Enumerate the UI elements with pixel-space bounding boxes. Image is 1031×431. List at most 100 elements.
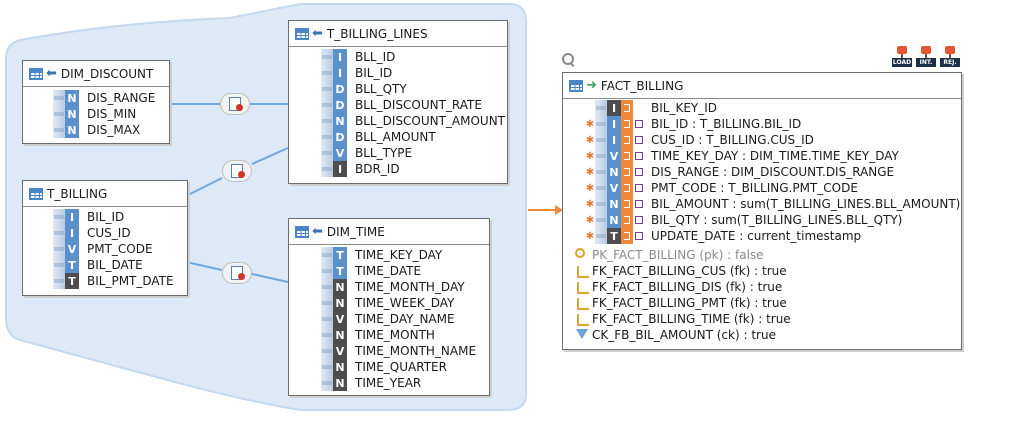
constraint-row[interactable]: FK_FACT_BILLING_PMT (fk) : true	[575, 295, 787, 311]
table-name: T_BILLING_LINES	[326, 27, 428, 41]
column-name: BLL_TYPE	[355, 146, 413, 160]
constraint-label: PK_FACT_BILLING (pk) : false	[592, 248, 764, 262]
column-name: TIME_QUARTER	[355, 360, 447, 374]
column-name: TIME_KEY_DAY	[355, 248, 443, 262]
constraint-row[interactable]: CK_FB_BIL_AMOUNT (ck) : true	[575, 327, 776, 343]
column-row[interactable]: N DIS_MAX	[53, 122, 140, 138]
mapping-expression: TIME_KEY_DAY : DIM_TIME.TIME_KEY_DAY	[651, 149, 899, 163]
table-icon	[29, 68, 43, 80]
column-name: BIL_ID	[355, 66, 393, 80]
table-dim-discount[interactable]: ⬅ DIM_DISCOUNT N DIS_RANGE N DIS_MIN N D…	[22, 60, 170, 144]
table-icon	[569, 80, 583, 92]
source-arrow-icon: ⬅	[46, 66, 57, 81]
constraint-label: FK_FACT_BILLING_CUS (fk) : true	[592, 264, 787, 278]
column-row[interactable]: N DIS_MIN	[53, 106, 136, 122]
rej-tool[interactable]: REJ.	[940, 46, 960, 68]
mapping-expression: UPDATE_DATE : current_timestamp	[651, 229, 862, 243]
table-name: FACT_BILLING	[600, 79, 684, 93]
key-icon	[575, 248, 585, 258]
int-tool[interactable]: INT.	[916, 46, 936, 68]
mapping-expression: BIL_QTY : sum(T_BILLING_LINES.BLL_QTY)	[651, 213, 903, 227]
join-icon[interactable]	[222, 160, 252, 182]
mapping-expression: BIL_AMOUNT : sum(T_BILLING_LINES.BLL_AMO…	[651, 197, 961, 211]
column-name: BIL_PMT_DATE	[87, 274, 174, 288]
join-icon[interactable]	[222, 262, 252, 284]
constraint-label: CK_FB_BIL_AMOUNT (ck) : true	[592, 328, 776, 342]
column-name: DIS_MAX	[87, 123, 141, 137]
constraint-label: FK_FACT_BILLING_DIS (fk) : true	[592, 280, 783, 294]
constraint-label: FK_FACT_BILLING_TIME (fk) : true	[592, 312, 791, 326]
column-name: BLL_DISCOUNT_AMOUNT	[355, 114, 506, 128]
column-name: BLL_DISCOUNT_RATE	[355, 98, 482, 112]
table-name: T_BILLING	[47, 187, 108, 201]
table-icon	[295, 28, 309, 40]
column-name: BLL_ID	[355, 50, 396, 64]
constraint-row[interactable]: FK_FACT_BILLING_TIME (fk) : true	[575, 311, 791, 327]
mapping-expression: CUS_ID : T_BILLING.CUS_ID	[651, 133, 814, 147]
column-name: TIME_DATE	[355, 264, 422, 278]
table-name: DIM_TIME	[326, 225, 385, 239]
column-name: TIME_MONTH_DAY	[355, 280, 465, 294]
column-name: DIS_RANGE	[87, 91, 156, 105]
column-name: TIME_WEEK_DAY	[355, 296, 455, 310]
mapping-expression: BIL_KEY_ID	[651, 101, 718, 115]
column-name: BLL_QTY	[355, 82, 407, 96]
magnifier-icon[interactable]	[562, 53, 575, 66]
column-name: TIME_DAY_NAME	[355, 312, 455, 326]
check-icon	[576, 329, 588, 339]
table-icon	[295, 226, 309, 238]
load-tool[interactable]: LOAD	[892, 46, 912, 68]
column-name: BIL_ID	[87, 210, 125, 224]
constraint-label: FK_FACT_BILLING_PMT (fk) : true	[592, 296, 787, 310]
fk-icon	[577, 314, 589, 326]
column-name: PMT_CODE	[87, 242, 153, 256]
constraint-row[interactable]: FK_FACT_BILLING_DIS (fk) : true	[575, 279, 782, 295]
fk-icon	[577, 266, 589, 278]
column-name: BIL_DATE	[87, 258, 143, 272]
source-arrow-icon: ⬅	[312, 224, 323, 239]
column-name: TIME_MONTH	[355, 328, 435, 342]
column-row[interactable]: N DIS_RANGE	[53, 90, 155, 106]
fk-icon	[577, 298, 589, 310]
column-name: CUS_ID	[87, 226, 131, 240]
column-name: TIME_YEAR	[355, 376, 422, 390]
join-icon[interactable]	[220, 93, 250, 115]
constraint-row[interactable]: FK_FACT_BILLING_CUS (fk) : true	[575, 263, 787, 279]
constraint-row[interactable]: PK_FACT_BILLING (pk) : false	[575, 247, 764, 263]
